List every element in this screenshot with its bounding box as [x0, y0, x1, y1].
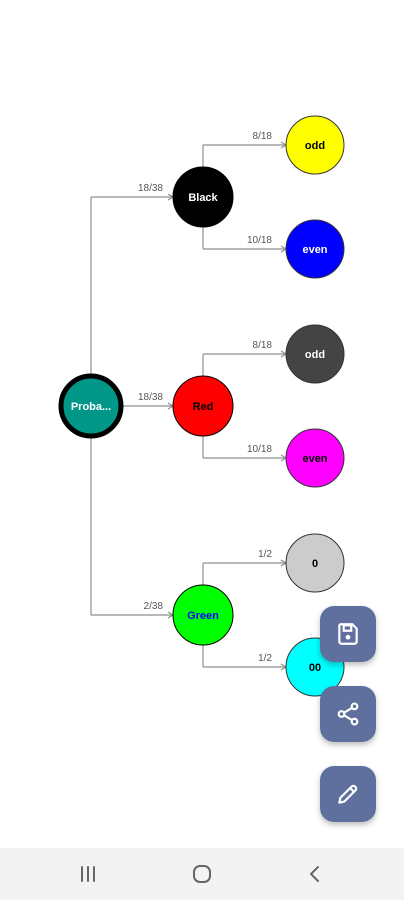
outcome-node-red-even[interactable]: even	[285, 428, 345, 488]
back-icon	[310, 866, 319, 882]
back-button[interactable]	[300, 862, 330, 886]
outcome-node-red-even-label: even	[302, 453, 327, 465]
outcome-node-black-even-label: even	[302, 244, 327, 256]
probability-label: 1/2	[258, 549, 272, 560]
outcome-node-black-even[interactable]: even	[285, 219, 345, 279]
outcome-node-red-odd[interactable]: odd	[285, 324, 345, 384]
probability-label: 10/18	[247, 235, 272, 246]
probability-label: 10/18	[247, 444, 272, 455]
system-navigation-bar	[0, 848, 404, 900]
branch-node-green[interactable]: Green	[172, 584, 234, 646]
branch-node-green-circle	[172, 584, 234, 646]
outcome-node-black-odd[interactable]: odd	[285, 115, 345, 175]
outcome-node-red-even-circle	[285, 428, 345, 488]
branch-node-black[interactable]: Black	[172, 166, 234, 228]
outcome-node-black-odd-circle	[285, 115, 345, 175]
branch-node-red[interactable]: Red	[172, 375, 234, 437]
branch-node-black-label: Black	[188, 192, 218, 204]
outcome-node-red-odd-label: odd	[305, 349, 325, 361]
share-button[interactable]	[320, 686, 376, 742]
home-icon	[193, 865, 211, 883]
recents-icon	[81, 866, 95, 882]
outcome-node-green-0-circle	[285, 533, 345, 593]
outcome-node-green-0[interactable]: 0	[285, 533, 345, 593]
outcome-node-green-00-label: 00	[309, 662, 321, 674]
recents-button[interactable]	[73, 862, 103, 886]
edit-button[interactable]	[320, 766, 376, 822]
root-node[interactable]: Proba...	[58, 373, 124, 439]
outcome-node-black-odd-label: odd	[305, 140, 325, 152]
probability-label: 18/38	[138, 183, 163, 194]
root-node-label: Proba...	[71, 401, 111, 413]
branch-node-red-label: Red	[193, 401, 214, 413]
branch-node-red-circle	[172, 375, 234, 437]
branch-node-green-label: Green	[187, 610, 219, 622]
probability-label: 8/18	[253, 340, 273, 351]
probability-label: 18/38	[138, 392, 163, 403]
save-button[interactable]	[320, 606, 376, 662]
save-icon	[338, 623, 358, 645]
outcome-node-red-odd-circle	[285, 324, 345, 384]
probability-label: 1/2	[258, 653, 272, 664]
branch-node-black-circle	[172, 166, 234, 228]
edit-icon	[338, 784, 358, 804]
share-icon	[337, 702, 359, 726]
outcome-node-green-0-label: 0	[312, 558, 318, 570]
root-node-circle	[58, 373, 124, 439]
probability-label: 2/38	[144, 601, 164, 612]
home-button[interactable]	[187, 862, 217, 886]
outcome-node-black-even-circle	[285, 219, 345, 279]
probability-label: 8/18	[253, 131, 273, 142]
